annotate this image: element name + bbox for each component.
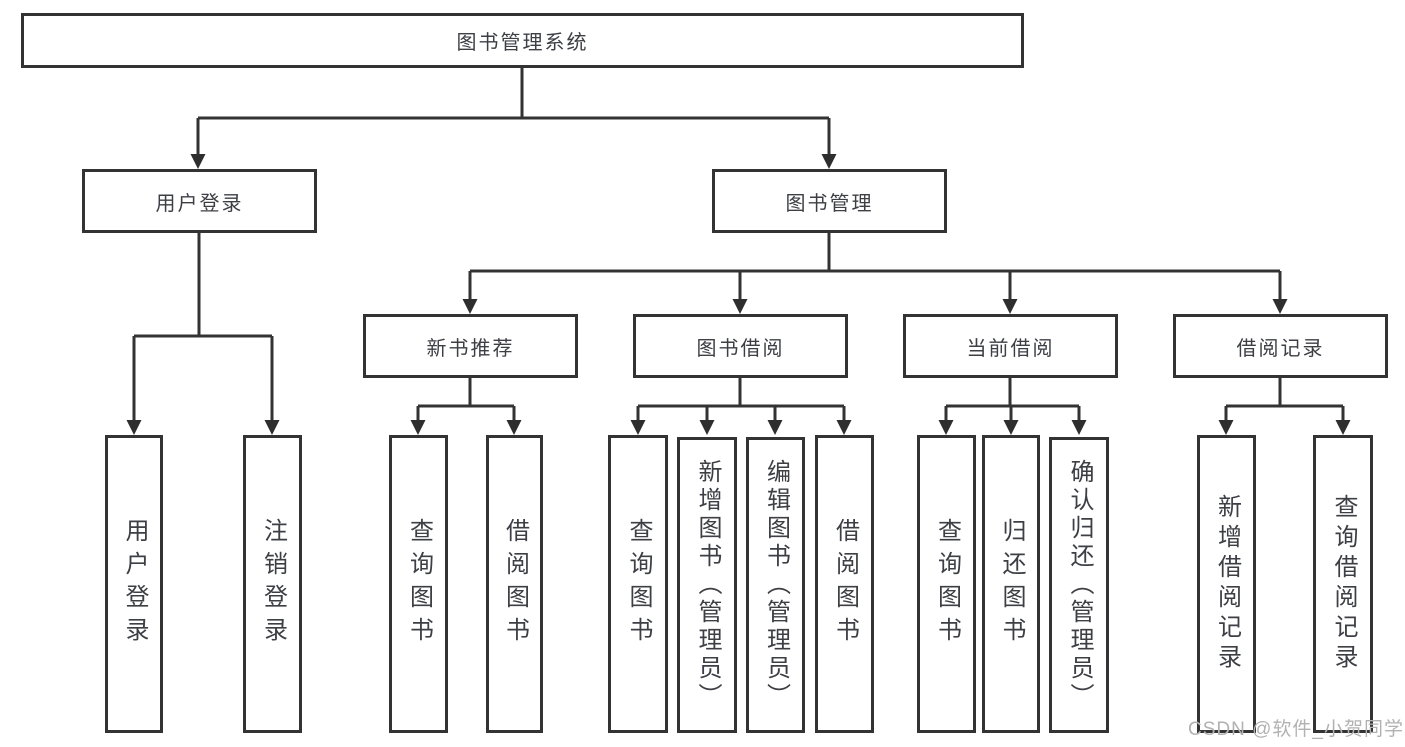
node-book-management: 图书管理 (712, 169, 947, 233)
leaf-query-books-borrowing: 查询图书 (608, 435, 668, 733)
leaf-confirm-return-admin: 确认归还（管理员） (1049, 437, 1109, 733)
leaf-user-login: 用户登录 (105, 435, 163, 733)
node-borrowing-records: 借阅记录 (1173, 314, 1388, 378)
leaf-borrow-books-borrowing: 借阅图书 (815, 435, 874, 733)
leaf-query-books-current: 查询图书 (917, 435, 976, 733)
leaf-query-borrow-record: 查询借阅记录 (1313, 435, 1373, 733)
csdn-watermark: CSDN @软件_小贺同学 (1188, 719, 1404, 740)
node-library-management-system: 图书管理系统 (21, 13, 1024, 68)
leaf-query-books-recommend: 查询图书 (389, 435, 448, 733)
leaf-edit-books-admin: 编辑图书（管理员） (746, 437, 805, 733)
arrowhead-icons (126, 154, 1351, 435)
leaf-borrow-books-recommend: 借阅图书 (486, 435, 543, 733)
node-new-book-recommendation: 新书推荐 (363, 314, 578, 378)
node-current-borrowing: 当前借阅 (903, 314, 1118, 378)
leaf-add-borrow-record: 新增借阅记录 (1197, 435, 1256, 733)
node-user-login: 用户登录 (82, 169, 317, 233)
leaf-return-books: 归还图书 (982, 435, 1040, 733)
leaf-add-books-admin: 新增图书（管理员） (677, 437, 737, 733)
leaf-logout: 注销登录 (243, 435, 302, 733)
node-book-borrowing: 图书借阅 (633, 314, 848, 378)
